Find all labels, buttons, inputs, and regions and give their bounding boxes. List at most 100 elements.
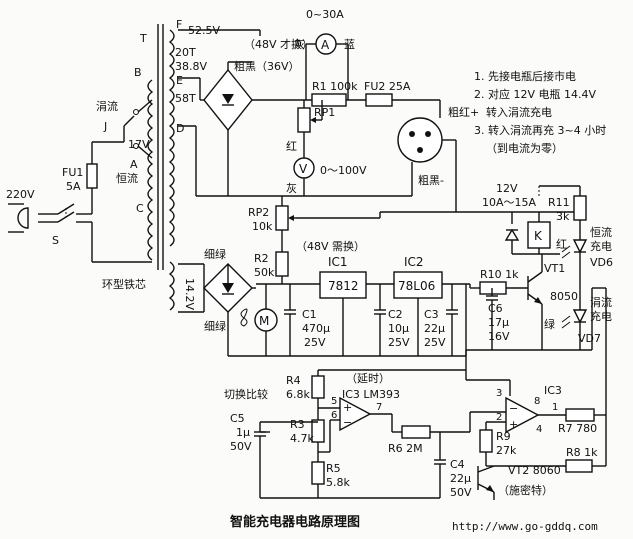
tap-C: C [136, 202, 144, 215]
ic3-right-label: IC3 [544, 384, 562, 397]
resistor-r2 [275, 251, 289, 277]
delay-note: （延时） [346, 372, 390, 385]
core-label: 环型铁芯 [102, 277, 146, 291]
r10-label: R10 1k [480, 268, 519, 281]
note-2: 2. 对应 12V 电瓶 14.4V [474, 87, 596, 101]
pot-rp2 [275, 205, 289, 231]
c1-name: C1 [302, 308, 317, 321]
vd7-line1: 涓流 [590, 295, 612, 309]
c4-volt: 50V [450, 486, 472, 499]
c2-name: C2 [388, 308, 403, 321]
c3-value: 22μ [424, 322, 445, 335]
note-48v: （48V 才换） [244, 37, 313, 51]
pin-7: 7 [376, 402, 382, 413]
note-1: 1. 先接电瓶后接市电 [474, 69, 576, 83]
rp2-value: 10k [252, 220, 273, 233]
fan-icon [240, 308, 248, 327]
main-bridge: （48V 才换） 粗黑（36V） [178, 29, 412, 197]
r11-name: R11 [548, 196, 570, 209]
ic1-name: IC1 [328, 255, 348, 269]
resistor-r8 [565, 459, 593, 473]
source-url: http://www.go-gddq.com [452, 520, 598, 533]
pin-1: 1 [552, 402, 558, 413]
r5-value: 5.8k [326, 476, 350, 489]
c2-value: 10μ [388, 322, 409, 335]
thin-green-bottom: 细绿 [204, 319, 226, 333]
pin-4: 4 [536, 424, 542, 435]
ammeter-gray-lead: 灰 [294, 37, 305, 51]
note-36v: 粗黑（36V） [234, 60, 300, 73]
c5-volt: 50V [230, 440, 252, 453]
fuse-fu2 [365, 93, 393, 107]
note-2b: 转入涓流充电 [486, 105, 552, 119]
c6-value: 17μ [488, 316, 509, 329]
pin-3: 3 [496, 388, 502, 399]
ammeter-section: A 0~30A 灰 蓝 R1 100k FU2 25A [282, 8, 441, 118]
r4-name: R4 [286, 374, 301, 387]
comparator-2 [505, 396, 540, 434]
led-vd6 [572, 239, 588, 254]
relay-voltage: 12V [496, 182, 518, 195]
pin-8: 8 [534, 396, 540, 407]
resistor-r11 [573, 195, 587, 221]
voltmeter-red-lead: 红 [286, 140, 297, 153]
r8-label: R8 1k [566, 446, 598, 459]
tap-F: F [176, 18, 182, 31]
r1-label: R1 100k [312, 80, 358, 93]
rp1-label: RP1 [314, 106, 335, 119]
r3-value: 4.7k [290, 432, 314, 445]
vd6-color: 红 [556, 238, 567, 251]
ic2-part: 78L06 [398, 279, 435, 293]
vd7-name: VD7 [578, 332, 601, 345]
relay-rating: 10A～15A [482, 196, 537, 209]
vd7-color: 绿 [544, 317, 555, 331]
fuse-fu1-name: FU1 [62, 166, 83, 179]
resistor-r1 [311, 93, 347, 107]
note-3: 3. 转入涓流再充 3~4 小时 [474, 123, 606, 137]
c6-volt: 16V [488, 330, 510, 343]
label-j: J [103, 120, 107, 133]
secondary-14v: 14.2V [183, 278, 196, 310]
c6-name: C6 [488, 302, 503, 315]
vd6-name: VD6 [590, 256, 613, 269]
toroidal-transformer: T B A C F E D 52.5V 20T 38.8V 58T 17V 14… [102, 18, 220, 311]
r4-value: 6.8k [286, 388, 310, 401]
mains-voltage: 220V [6, 188, 35, 201]
pin-5: 5 [331, 396, 337, 407]
resistor-r7 [565, 408, 595, 422]
comp2-minus: − [509, 402, 518, 415]
c2-volt: 25V [388, 336, 410, 349]
r6-label: R6 2M [388, 442, 423, 455]
c1-value: 470μ [302, 322, 330, 335]
resistor-r6 [401, 425, 431, 439]
vd7-line2: 充电 [590, 309, 612, 323]
battery-socket [397, 117, 443, 163]
thin-green-top: 细绿 [204, 247, 226, 261]
ammeter-range: 0~30A [306, 8, 344, 21]
tap-A: A [130, 158, 138, 171]
secondary-winding-high [168, 29, 175, 247]
comp2-plus: + [509, 418, 518, 431]
switch-s-label: S [52, 234, 59, 247]
ammeter-symbol: A [321, 38, 330, 52]
note-3b: （到电流为零） [486, 141, 563, 155]
voltmeter-range: 0～100V [320, 164, 367, 177]
socket-plus-label: 粗红+ [448, 106, 479, 119]
ic2-name: IC2 [404, 255, 424, 269]
notes-block: 1. 先接电瓶后接市电 2. 对应 12V 电瓶 14.4V 转入涓流充电 3.… [474, 69, 606, 155]
c1-volt: 25V [304, 336, 326, 349]
c4-name: C4 [450, 458, 465, 471]
relay-section: 12V 10A～15A K [380, 140, 580, 255]
tap-T: T [139, 32, 147, 45]
ic1-part: 7812 [328, 279, 359, 293]
resistor-r4 [311, 375, 325, 399]
rp2-name: RP2 [248, 206, 269, 219]
ammeter-blue-lead: 蓝 [344, 38, 355, 51]
mains-input: 220V S FU1 5A [6, 141, 152, 263]
label-constant: 恒流 [116, 171, 138, 185]
rp2-r2-section: RP2 10k R2 50k （48V 需换） [248, 196, 381, 284]
r9-value: 27k [496, 444, 517, 457]
regulators: C1 470μ 25V IC1 7812 C2 10μ 25V IC2 78L0… [284, 255, 471, 371]
note-48v-need: （48V 需换） [296, 239, 365, 253]
